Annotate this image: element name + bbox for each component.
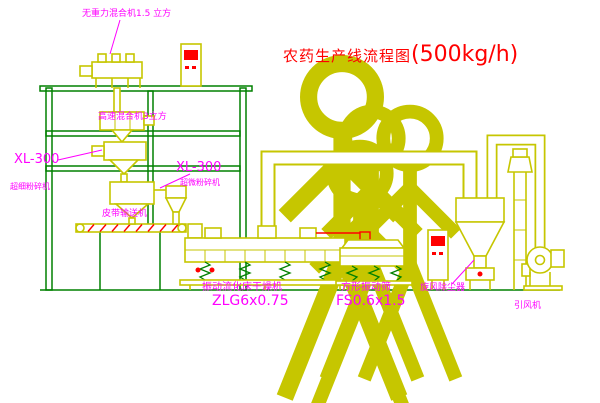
control-cabinet-top: [180, 43, 202, 87]
label-cyclone: 旋风除尘器: [420, 283, 466, 293]
label-sieve-model: FS0.6x1.5: [336, 293, 406, 309]
drawing-title: 农药生产线流程图 (500kg/h): [283, 42, 518, 67]
label-mill-left-name: 超细粉碎机: [10, 182, 50, 191]
label-fan: 引风机: [514, 301, 542, 311]
label-dryer-model: ZLG6x0.75: [212, 293, 289, 309]
fluid-bed-dryer: [179, 223, 351, 290]
exhaust-stack: [507, 148, 533, 290]
label-mill-mid-name: 超微粉碎机: [180, 178, 220, 187]
gravity-mixer: [79, 53, 143, 113]
exhaust-duct-main: [260, 150, 478, 240]
label-sieve-name: 方形振动筛: [341, 282, 391, 293]
label-mill-left-model: XL-300: [14, 152, 60, 167]
mill-xl300-mid: [109, 181, 188, 225]
label-belt-conveyor: 皮带输送机: [102, 209, 148, 219]
mill-xl300-left: [91, 141, 147, 183]
high-speed-mixer: [99, 111, 155, 144]
label-leader-lines: [57, 19, 475, 285]
square-vibrating-sieve: [316, 231, 415, 290]
label-mill-mid-model: XL-300: [176, 160, 222, 175]
label-dryer-name: 振动流化床干燥机: [202, 282, 282, 293]
label-gravity-mixer: 无重力混合机1.5 立方: [82, 9, 172, 19]
induced-draft-fan: [521, 246, 565, 291]
label-high-speed-mixer: 高速混合机3立方: [98, 112, 167, 122]
title-text: 农药生产线流程图: [283, 47, 412, 65]
control-cabinet-right: [427, 229, 449, 290]
title-capacity: (500kg/h): [411, 42, 519, 67]
belt-conveyor: [75, 223, 187, 233]
cyclone-separator: [454, 197, 506, 290]
cyclone-outlet-duct: [486, 134, 546, 250]
